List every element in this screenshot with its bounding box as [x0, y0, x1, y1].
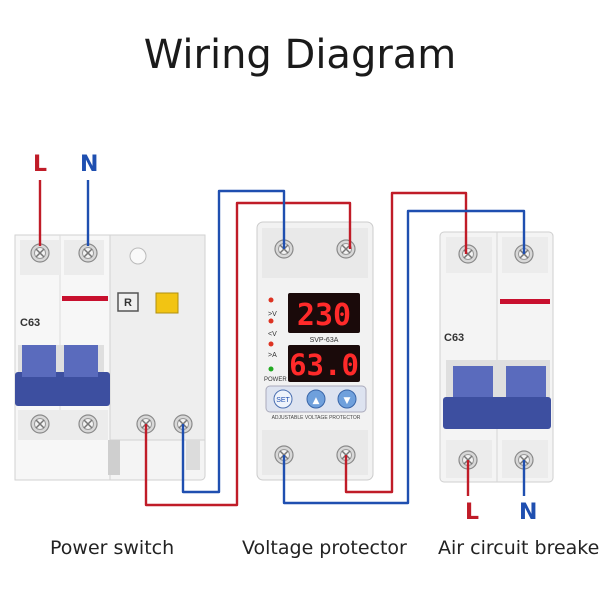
trip-indicator: [155, 292, 179, 314]
power-switch-live-label: L: [33, 152, 48, 177]
power-switch-toggle[interactable]: [15, 372, 110, 406]
test-button-label: R: [124, 297, 132, 309]
power-switch-device: C63 R: [14, 234, 206, 481]
protector-to-breaker-live-wire: [344, 191, 468, 494]
set-button[interactable]: [273, 389, 293, 409]
power-switch-out-screw-2: [78, 414, 98, 434]
breaker-neutral-label: N: [519, 500, 538, 525]
voltage-protector-device: 230 SVP-63A 63.0 >V <V >A POWER SET ▲ ▼ …: [256, 221, 374, 481]
breaker-top-left-screw: [458, 244, 478, 264]
down-button-label: ▼: [344, 396, 351, 406]
air-circuit-breaker-caption: Air circuit breaker: [438, 537, 600, 559]
power-switch-live-in-screw: [30, 243, 50, 263]
breaker-red-bar: [500, 299, 550, 304]
indicator-over-voltage: >V: [268, 311, 277, 318]
voltage-protector-caption: Voltage protector: [242, 537, 407, 559]
power-switch-red-bar: [62, 296, 108, 301]
breaker-model: C63: [444, 332, 464, 344]
power-switch-out-screw-1: [30, 414, 50, 434]
indicator-under-voltage: <V: [268, 331, 277, 338]
indicator-over-current: >A: [268, 352, 277, 359]
switch-to-protector-live-wire: [144, 201, 352, 507]
power-label: POWER: [264, 377, 287, 383]
protector-model: SVP-63A: [310, 337, 339, 344]
current-reading: 63.0: [289, 348, 359, 382]
power-switch-model: C63: [20, 317, 40, 329]
power-led: [268, 366, 274, 372]
power-switch-neutral-label: N: [80, 152, 99, 177]
voltage-reading: 230: [297, 298, 351, 333]
set-button-label: SET: [276, 397, 290, 404]
breaker-live-label: L: [465, 500, 480, 525]
protector-top-right-screw: [336, 239, 356, 259]
power-switch-neutral-in-screw: [78, 243, 98, 263]
voltage-display: [288, 293, 360, 333]
switch-to-protector-neutral-wire: [181, 189, 286, 494]
page-title: Wiring Diagram: [143, 32, 457, 78]
up-button[interactable]: [306, 389, 326, 409]
air-circuit-breaker-device: C63: [439, 231, 554, 483]
down-button[interactable]: [337, 389, 357, 409]
protector-to-breaker-neutral-wire: [282, 209, 526, 505]
power-switch-caption: Power switch: [50, 537, 175, 559]
current-display: [288, 345, 360, 382]
wires: [38, 180, 526, 507]
protector-brand-text: ADJUSTABLE VOLTAGE PROTECTOR: [272, 415, 361, 421]
breaker-toggle[interactable]: [443, 397, 551, 429]
test-button[interactable]: [117, 292, 139, 312]
up-button-label: ▲: [313, 396, 320, 406]
